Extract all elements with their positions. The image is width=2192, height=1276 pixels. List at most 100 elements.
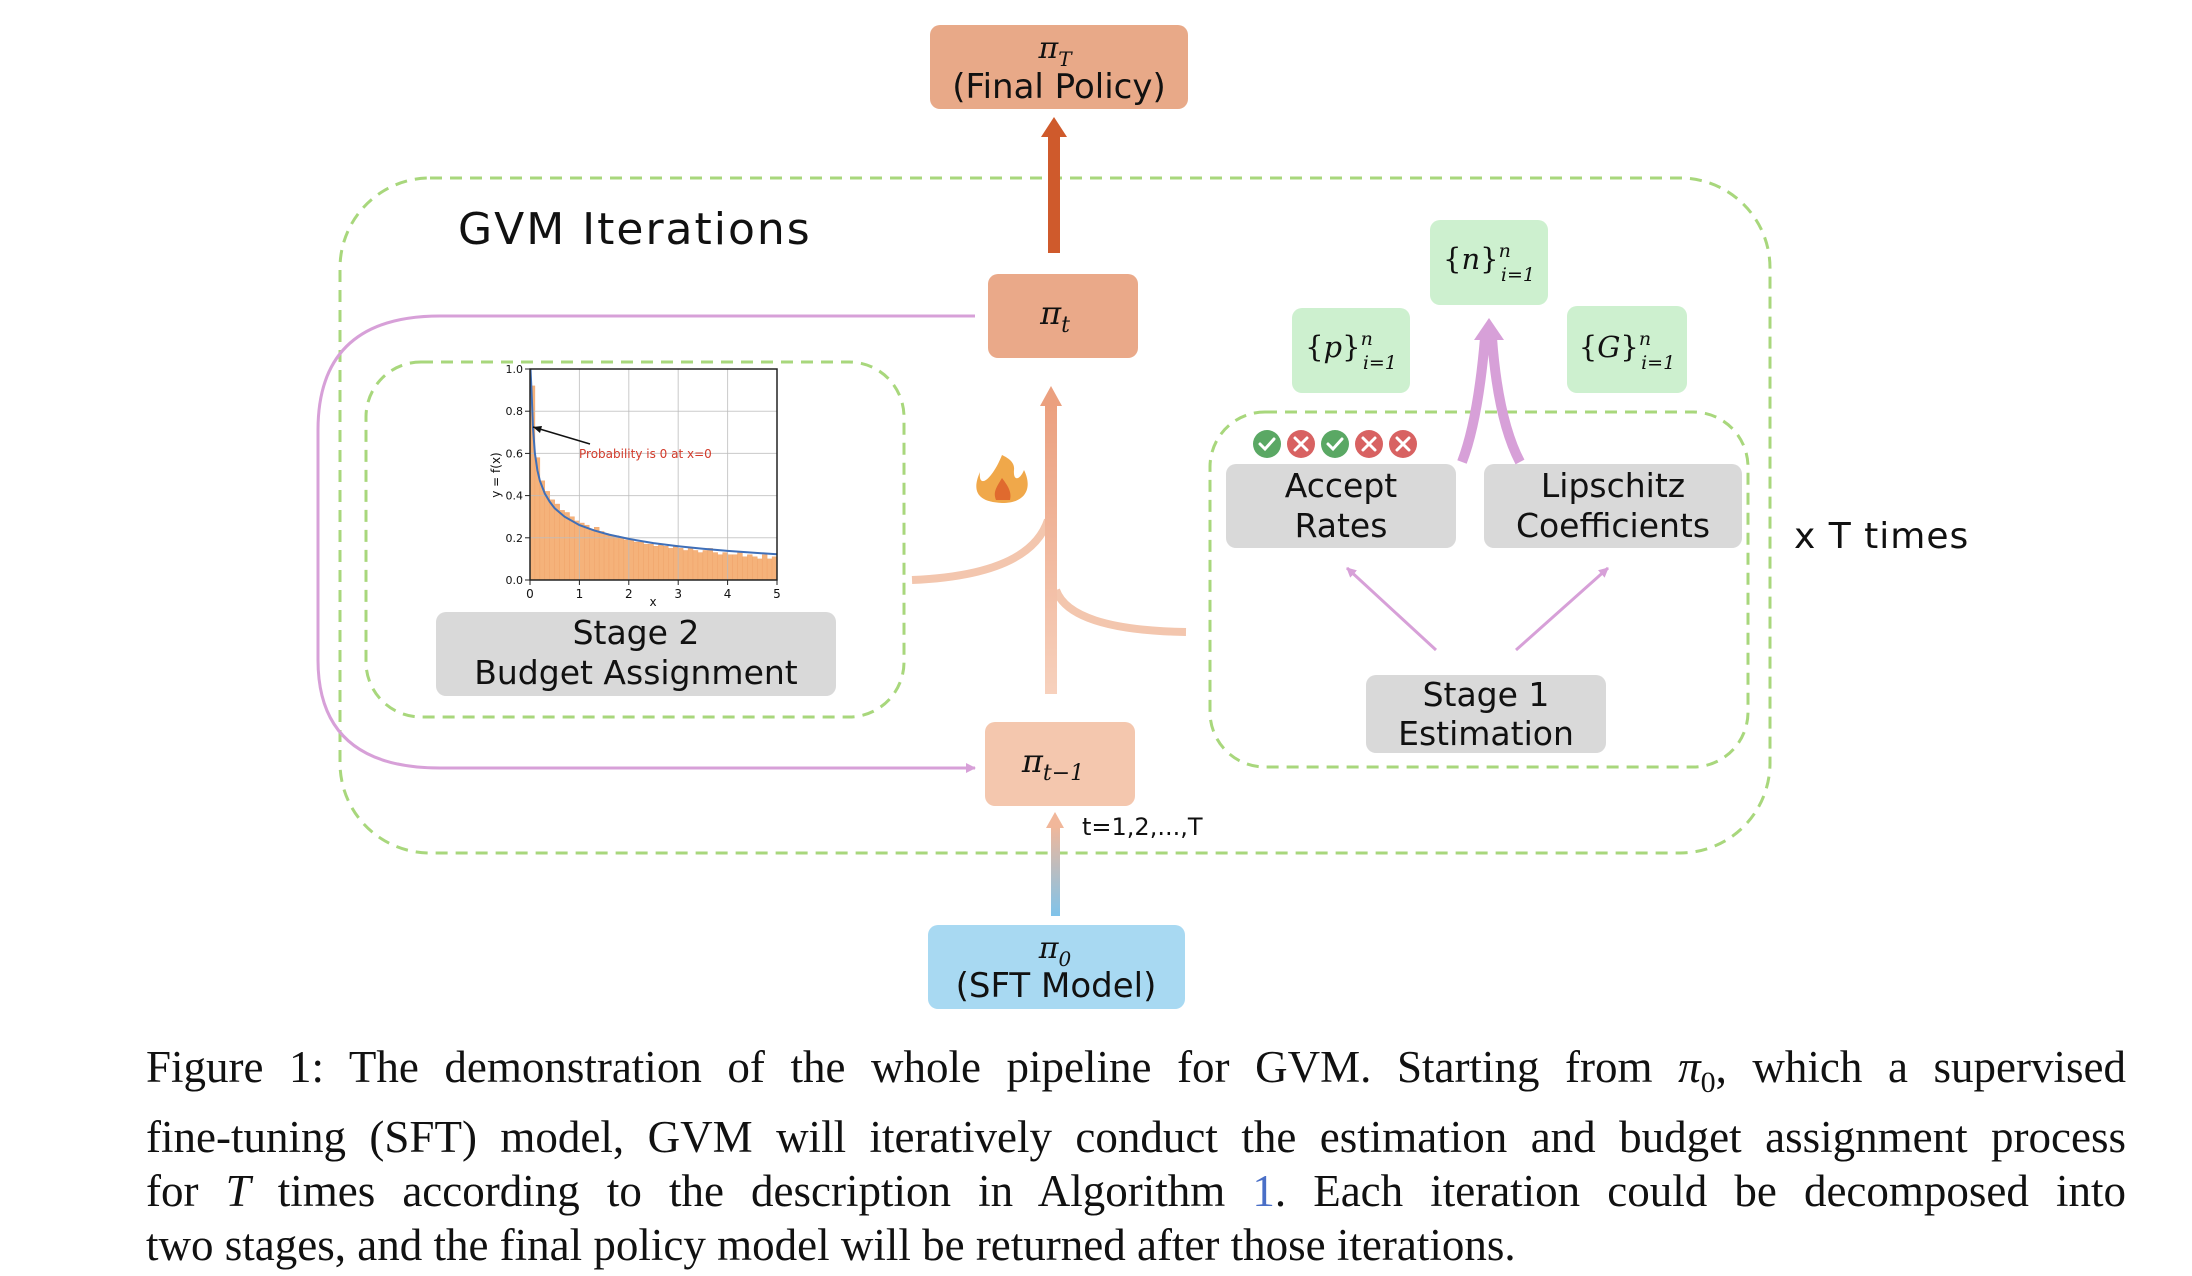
inset-ytick-label: 0.8 [506,405,524,418]
inset-xtick-label: 1 [576,587,584,601]
inset-bar [717,554,723,581]
inset-bar [697,552,704,581]
cross-icon [1355,430,1383,458]
inset-curve [529,368,778,556]
inset-bar [584,524,590,581]
stage2-title: Stage 2 [573,613,700,652]
stage1-branch [1052,588,1187,636]
caption-line-1: Figure 1: The demonstration of the whole… [146,1042,2126,1099]
inset-bar [707,548,713,581]
inset-xlabel: x [649,595,656,609]
inset-bar [554,503,560,581]
inset-bar [544,491,550,581]
inset-bar [658,543,664,581]
inset-bar [757,558,763,581]
inset-frame [529,368,778,581]
flame-icon [976,455,1028,503]
inset-bar [668,548,674,581]
stage2-group [364,360,906,719]
inset-annotation-arrowhead [533,426,542,433]
sft-model-box [928,925,1185,1009]
accept-rates-line1: Accept [1285,466,1398,505]
inset-bar [653,546,659,581]
update-arrow-head [1040,386,1062,406]
gvm-pipeline-diagram: GVM Iterations x T times πT (Final Polic… [316,25,1968,1009]
init-arrow-head [1046,812,1064,828]
stage1-title: Stage 1 [1423,675,1550,714]
current-policy-symbol: πt [1039,294,1070,338]
inset-bar [663,546,669,581]
inset-bar [608,535,615,581]
caption-line-4: two stages, and the final policy model w… [146,1220,1516,1270]
inset-bar [673,546,679,581]
inset-ytick-label: 0.4 [506,490,524,503]
cross-icon [1389,430,1417,458]
inset-bar [638,541,644,581]
inset-bar [594,527,600,581]
init-arrow-shaft [1051,826,1060,916]
final-policy-symbol: πT [1037,31,1073,71]
merge-arrow-left [1457,337,1490,464]
stage1-to-lipschitz-arrow [1515,566,1609,652]
final-arrow-head [1041,117,1067,137]
inset-ytick-label: 1.0 [506,363,524,376]
previous-policy-box [985,722,1135,806]
inset-xtick-label: 0 [526,587,534,601]
accept-rates-line2: Rates [1295,506,1388,545]
merge-arrow-right [1487,337,1525,465]
stage2-subtitle: Budget Assignment [474,653,798,692]
inset-bar [628,539,634,581]
check-icon [1321,430,1349,458]
previous-policy-symbol: πt−1 [1021,742,1084,786]
algorithm-ref-link[interactable]: 1 [1252,1166,1275,1216]
inset-bar [579,522,585,581]
inset-bar [766,558,773,581]
stage2-branch [911,518,1052,584]
caption-line-3: for T times according to the description… [146,1166,2127,1216]
inset-bar [687,548,694,581]
loop-arrow [316,314,976,773]
inset-bar [564,512,570,581]
lipschitz-box [1484,464,1742,548]
inset-bar [737,552,743,581]
inset-bar [747,554,753,581]
stage1-subtitle: Estimation [1398,714,1574,753]
sft-model-symbol: π0 [1038,931,1072,971]
inset-ytick-label: 0.6 [506,447,524,460]
merge-arrow-head [1474,318,1504,340]
cross-icon [1287,430,1315,458]
inset-bar [732,554,738,581]
inset-bar [618,537,625,581]
final-arrow-shaft [1048,135,1060,253]
inset-bar [761,554,768,581]
inset-ytick-label: 0.0 [506,574,524,587]
stage1-group [1208,410,1750,769]
inset-xtick-label: 2 [625,587,633,601]
inset-bar [574,520,580,581]
inset-bar [603,533,610,581]
inset-bar [727,554,733,581]
inset-bar [643,543,649,581]
inset-annotation: Probability is 0 at x=0 [579,447,712,461]
inset-bar [589,529,595,581]
figure-caption: Figure 1: The demonstration of the whole… [146,1040,2126,1272]
inset-bar [569,516,575,581]
final-policy-box [930,25,1188,109]
inset-ylabel: y = f(x) [489,452,503,497]
set-n-box [1430,220,1548,305]
lipschitz-line2: Coefficients [1516,506,1710,545]
inset-bar [613,535,620,581]
inset-annotation-arrow [532,426,591,445]
stage1-box [1366,675,1606,753]
inset-xtick-label: 4 [724,587,732,601]
inset-bar [678,548,684,581]
current-policy-box [988,274,1138,358]
inset-bar [752,556,758,581]
inset-bar [692,550,699,581]
accept-rates-box [1226,464,1456,548]
inset-bar [682,550,689,581]
inset-bar [633,541,639,581]
gvm-iterations-title: GVM Iterations [458,204,812,255]
iteration-label: t=1,2,...,T [1082,813,1203,841]
